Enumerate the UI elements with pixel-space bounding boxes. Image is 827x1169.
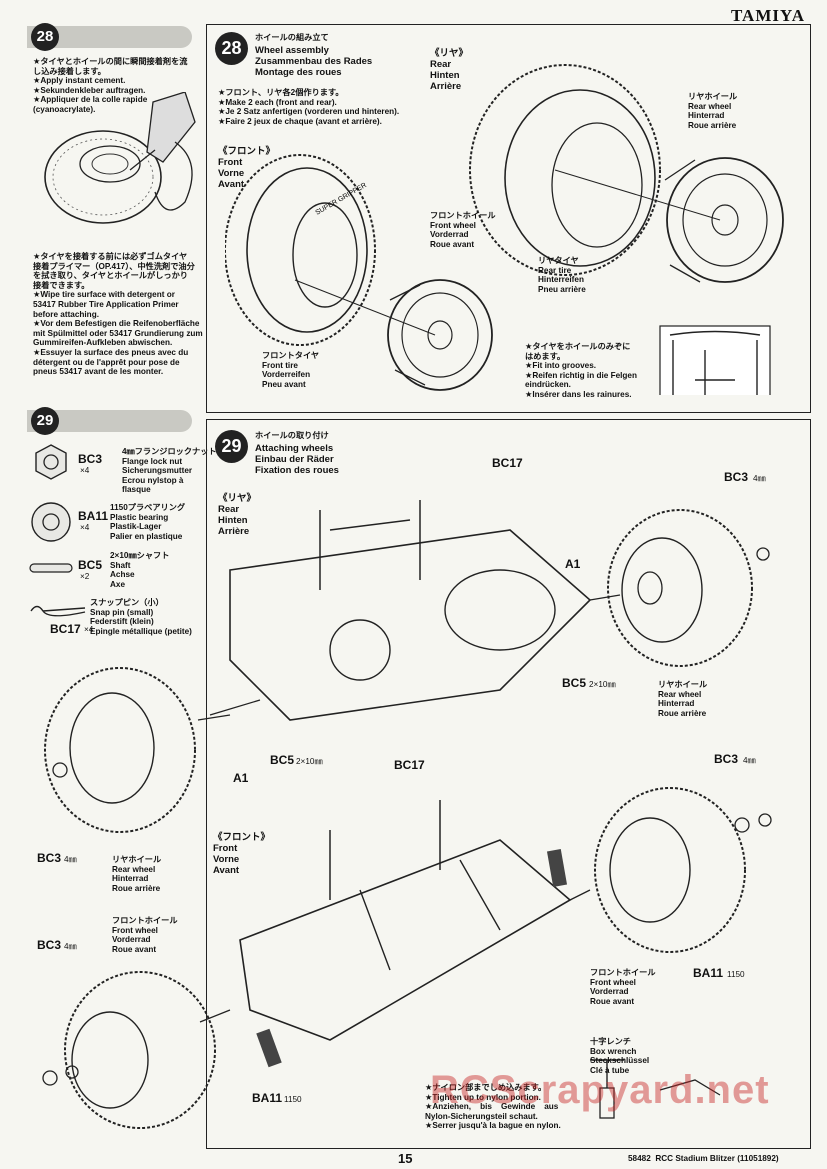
shaft-icon [29,563,73,573]
callout-ba11-right-size: 1150 [727,970,745,979]
part-ba11-qty: ×4 [80,523,90,532]
part-bc5-qty: ×2 [80,572,90,581]
callout-a1-right: A1 [565,557,581,571]
part-bc3-code: BC3 [78,452,103,466]
part-bc5-desc: 2×10㎜シャフト Shaft Achse Axe [110,551,170,589]
groove-note: ★タイヤをホイールのみぞに はめます。 ★Fit into grooves. ★… [525,342,637,399]
wheel-attachment-illustration [42,500,772,1129]
part-bc3-desc: 4㎜フランジロックナット Flange lock nut Sicherungsm… [122,447,217,495]
plastic-bearing-icon [31,502,71,542]
front-wheel-left-label: フロントホイール Front wheel Vorderrad Roue avan… [112,916,178,954]
rear-wheel-label: リヤホイール Rear wheel Hinterrad Roue arrière [688,92,738,130]
rear-tire-label: リヤタイヤ Rear tire Hinterreifen Pneu arrièr… [538,256,586,294]
front-wheel-label: フロントホイール Front wheel Vorderrad Roue avan… [430,211,496,249]
callout-ba11-bottom: BA11 [252,1091,283,1105]
step-29-frame [206,419,811,1149]
wheel-assembly-illustration: SUPER GRIPPER [225,64,784,395]
front-tire-label: フロントタイヤ Front tire Vorderreifen Pneu ava… [262,351,320,389]
product-code: 58482 RCC Stadium Blitzer (11051892) [628,1154,779,1163]
callout-bc3-top-size: 4㎜ [753,474,766,483]
watermark: RCScrapyard.net [430,1068,770,1112]
step-29-title-en: Attaching wheels [255,443,334,454]
tighten-note: ★ナイロン部までしめ込みます。 ★Tighten up to nylon por… [425,1083,561,1131]
part-bc17-qty: ×4 [84,625,94,634]
step-28-badge: 28 [215,32,248,65]
rear-wheel-left-label: リヤホイール Rear wheel Hinterrad Roue arrière [112,855,162,893]
step-29-title-fr: Fixation des roues [255,465,339,476]
callout-ba11-right: BA11 [693,966,724,980]
step-28-title-en: Wheel assembly [255,45,329,56]
step-28-title-jp: ホイールの組み立て [255,33,329,42]
part-bc3-qty: ×4 [80,466,90,475]
callout-bc5-right-size: 2×10㎜ [589,680,616,689]
callout-bc3-front: BC3 [37,938,62,952]
callout-a1-left: A1 [233,771,249,785]
step-28-note: ★フロント、リヤ各2個作ります。 ★Make 2 each (front and… [218,88,400,126]
callout-bc3-mid: BC3 [714,752,739,766]
callout-bc3-front-size: 4㎜ [64,942,77,951]
step-29-badge: 29 [215,430,248,463]
primer-instructions: ★タイヤを接着する前には必ずゴムタイヤ 接着プライマー（OP.417）、中性洗剤… [33,252,203,377]
cement-instructions: ★タイヤとホイールの間に瞬間接着剤を流 し込み接着します。 ★Apply ins… [33,57,188,114]
step-28-title-de: Zusammenbau des Rades [255,56,373,67]
callout-bc3-left: BC3 [37,851,62,865]
step-29-front-label: 《フロント》 Front Vorne Avant [213,832,271,876]
part-ba11-desc: 1150プラベアリング Plastic bearing Plastik-Lage… [110,503,186,541]
callout-bc17-top: BC17 [492,456,523,470]
part-ba11-code: BA11 [78,509,109,523]
callout-bc5-left-size: 2×10㎜ [296,757,323,766]
callout-bc5-right: BC5 [562,676,587,690]
flange-lock-nut-icon [35,444,67,480]
callout-bc3-top: BC3 [724,470,749,484]
part-bc17-code: BC17 [50,622,81,636]
front-wheel-right-label: フロントホイール Front wheel Vorderrad Roue avan… [590,968,656,1006]
tire-cement-illustration [44,92,196,224]
step-28-frame [206,24,811,413]
step-29-tab [27,410,192,432]
callout-bc3-mid-size: 4㎜ [743,756,756,765]
step-29-title-de: Einbau der Räder [255,454,334,465]
rear-wheel-right-label: リヤホイール Rear wheel Hinterrad Roue arrière [658,680,708,718]
brand-logo: TAMIYA [730,6,805,25]
snap-pin-icon [30,605,86,617]
callout-ba11-bottom-size: 1150 [284,1095,302,1104]
step-28-tab [27,26,192,48]
callout-bc3-left-size: 4㎜ [64,855,77,864]
rear-label: 《リヤ》 Rear Hinten Arrière [430,48,469,92]
step-29-number: 29 [31,407,59,435]
callout-bc17-mid: BC17 [394,758,425,772]
step-29-title-jp: ホイールの取り付け [255,431,329,440]
step-29-rear-label: 《リヤ》 Rear Hinten Arrière [218,493,257,537]
step-28-title-fr: Montage des roues [255,67,342,78]
front-label: 《フロント》 Front Vorne Avant [218,146,276,190]
part-bc5-code: BC5 [78,558,103,572]
page-number: 15 [398,1151,413,1166]
part-bc17-desc: スナップピン（小） Snap pin (small) Federstift (k… [90,598,192,636]
box-wrench-label: 十字レンチ Box wrench Steckschlüssel Clé à tu… [590,1037,650,1075]
step-28-number: 28 [31,23,59,51]
callout-bc5-left: BC5 [270,753,295,767]
